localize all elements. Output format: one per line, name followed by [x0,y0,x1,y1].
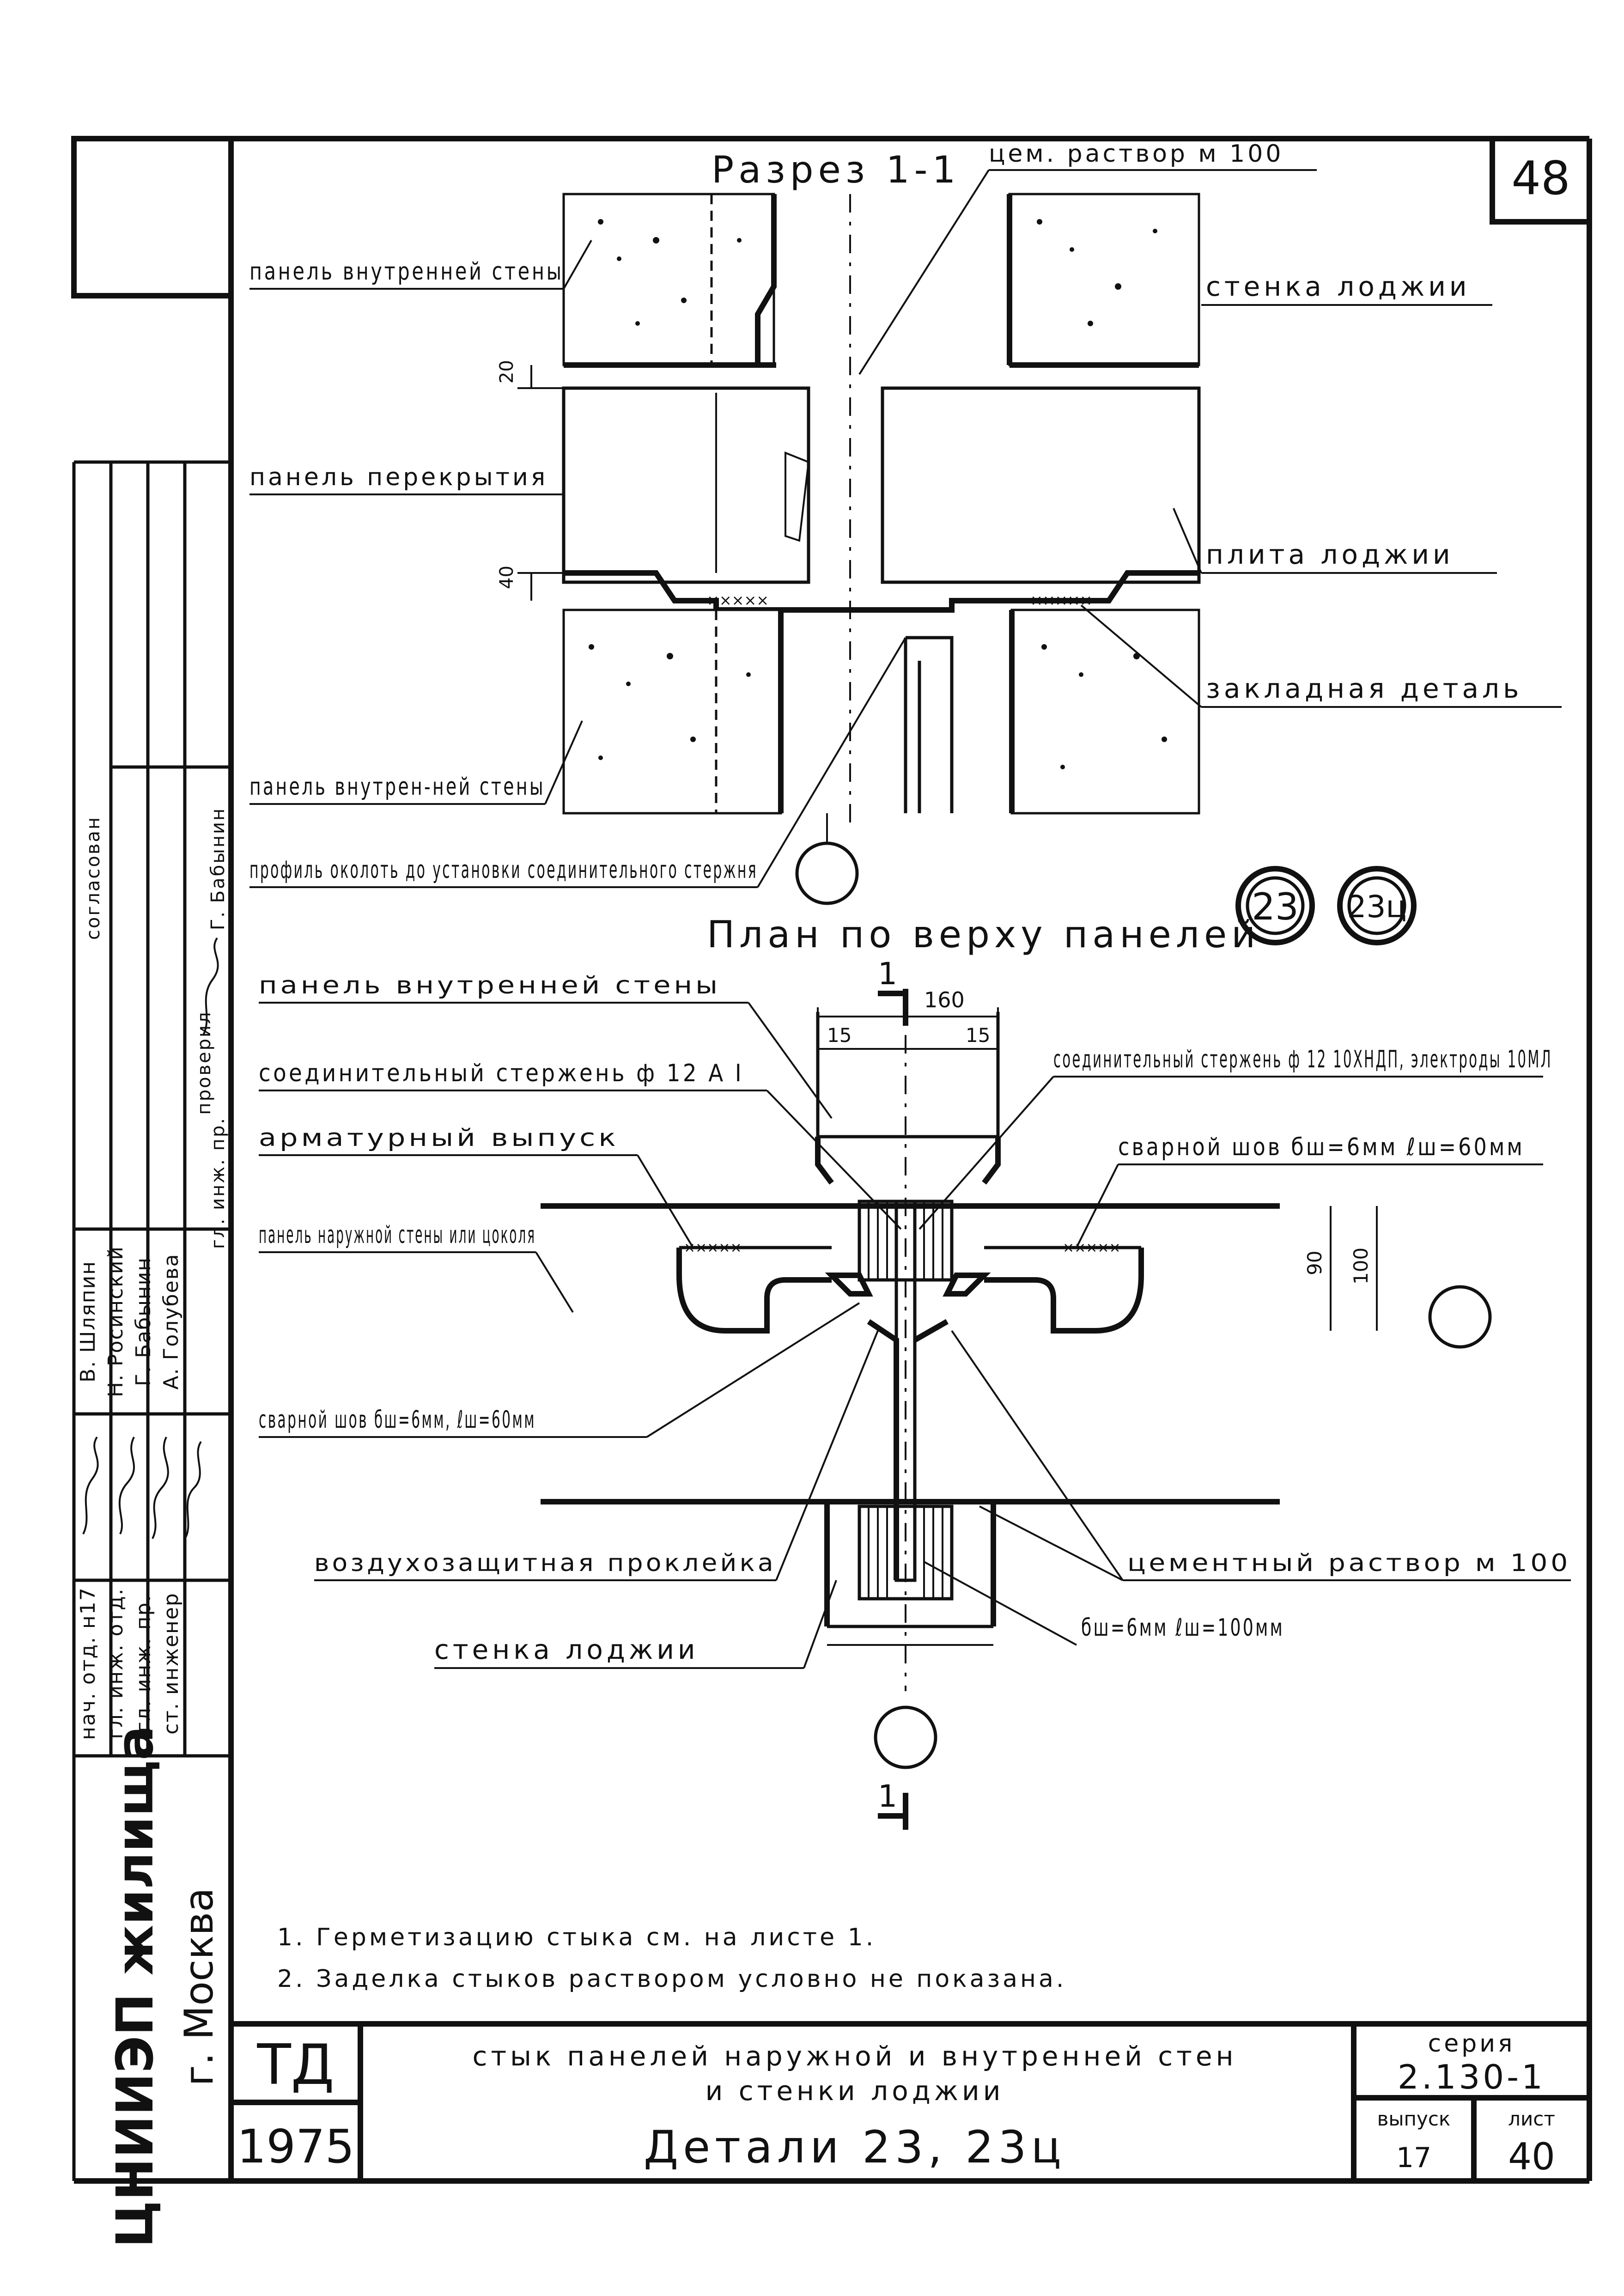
org-code: ТД [256,2033,334,2097]
note-2: 2. Заделка стыков раствором условно не п… [277,1965,1066,1993]
section-title: Разрез 1-1 [712,148,960,191]
stamp-role-1: нач. отд. н17 [76,1587,100,1740]
dim-40: 40 [496,566,517,589]
checked-name: Г. Бабынин [207,807,229,930]
label-inner-wall-bottom: панель внутрен-ней стены [249,773,545,801]
label-outer-wall-panel: панель наружной стены или цоколя [259,1221,536,1249]
detail-ref-23-label: 23 [1252,885,1299,928]
label-plan-inner-wall: панель внутренней стены [259,972,721,999]
city-name: г. Москва [176,1888,222,2086]
section-drawing: ××××× ××××× [517,193,1201,905]
svg-text:×××××: ××××× [1063,1240,1121,1256]
checked-label: проверил [194,1011,215,1115]
issue-value: 17 [1396,2142,1431,2174]
stamp-name-3: Г. Бабынин [132,1257,155,1386]
approved-label: согласован [83,816,104,940]
label-floor-panel: панель перекрытия [249,463,548,491]
dim-90: 90 [1303,1251,1326,1275]
label-weld-1: сварной шов бш=6мм, ℓш=60мм [259,1406,536,1434]
title-line-3: Детали 23, 23ц [644,2121,1066,2173]
stamp-name-2: Н. Росинский [104,1246,128,1397]
dim-20: 20 [496,360,517,384]
issue-label: выпуск [1377,2107,1451,2130]
dim-15-right: 15 [966,1024,990,1047]
dim-100: 100 [1350,1248,1372,1285]
sheet-value: 40 [1508,2135,1555,2178]
label-loggia-slab: плита лоджии [1206,539,1454,570]
label-air-seal: воздухозащитная проклейка [314,1549,776,1577]
stamp-name-1: В. Шляпин [76,1261,100,1382]
dim-160: 160 [924,987,965,1012]
sheet-frame [71,136,1592,2184]
year: 1975 [237,2119,355,2174]
label-loggia-wall-top: стенка лоджии [1206,271,1471,302]
signatures [82,937,219,1540]
label-connecting-rod-1: соединительный стержень ф 12 А I [259,1060,744,1087]
sheet-number-top: 48 [1511,151,1570,205]
label-plan-loggia-wall: стенка лоджии [434,1634,699,1665]
label-embedded-part: закладная деталь [1206,673,1522,704]
detail-ref-23c-label: 23ц [1347,889,1407,925]
svg-text:×××××: ××××× [707,591,769,609]
plan-drawing: ××××× ××××× [541,989,1492,1830]
label-weld-3: бш=6мм ℓш=100мм [1081,1614,1284,1642]
institute-name: ЦНИИЭП жилища [105,1726,164,2247]
label-profile-note: профиль околоть до установки соединитель… [249,856,758,884]
stamp-role-2: гл. инж. отд. [104,1588,128,1739]
side-stamp [72,460,231,2181]
stamp-name-4: А. Голубева [159,1253,183,1389]
detail-ref-23c [1337,866,1417,945]
label-inner-wall-top: панель внутренней стены [249,258,564,286]
label-cem-mortar: цем. раствор м 100 [989,140,1283,168]
label-rebar-outlet: арматурный выпуск [259,1124,619,1152]
plan-title: План по верху панелей [707,913,1260,956]
detail-ref-23 [1235,866,1315,945]
label-connecting-rod-2: соединительный стержень ф 12 10ХНДП, эле… [1053,1046,1552,1073]
title-line-2: и стенки лоджии [706,2075,1004,2107]
note-1: 1. Герметизацию стыка см. на листе 1. [277,1924,876,1951]
label-cement-mortar: цементный раствор м 100 [1127,1549,1571,1577]
cut-mark-bottom: 1 [878,1778,897,1814]
title-line-1: стык панелей наружной и внутренней стен [472,2040,1237,2072]
svg-text:×××××: ××××× [684,1240,742,1256]
stamp-role-4: ст. инженер [159,1592,183,1735]
cut-mark-top: 1 [878,956,897,992]
series-value: 2.130-1 [1398,2058,1545,2096]
dim-15-left: 15 [827,1024,852,1047]
stamp-role-3: гл. инж. пр. [132,1595,155,1733]
sheet-label: лист [1508,2107,1555,2130]
checked-role: гл. инж. пр. [207,1117,229,1249]
label-weld-2: сварной шов бш=6мм ℓш=60мм [1118,1133,1525,1161]
title-block [231,2021,1589,2181]
series-label: серия [1428,2030,1515,2058]
